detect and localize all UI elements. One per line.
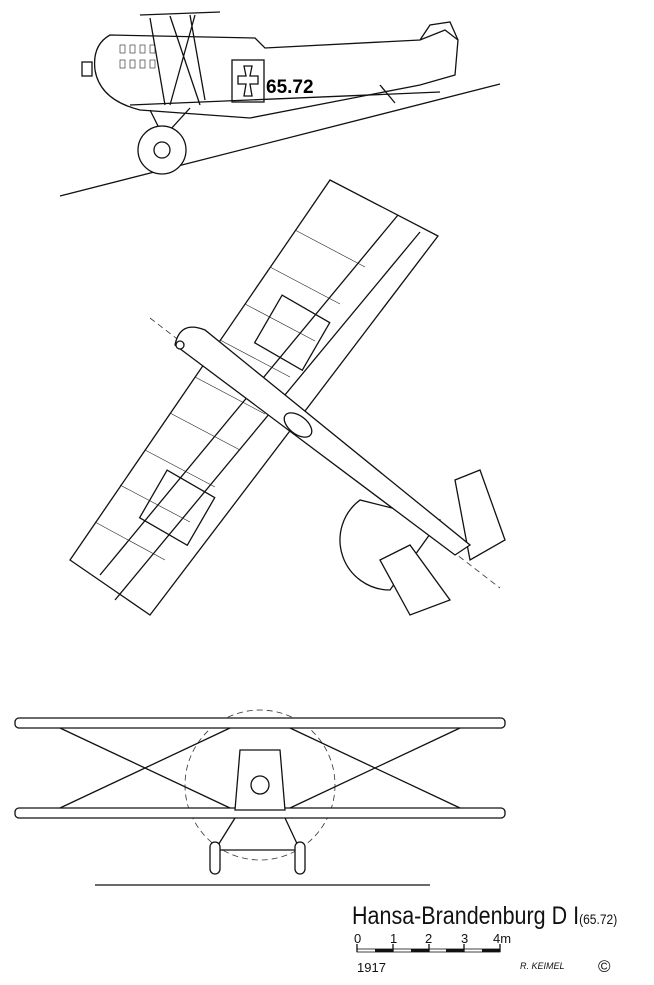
elevator-right: [454, 469, 506, 562]
wheel-hub: [153, 141, 171, 159]
propeller-disc: [184, 709, 336, 861]
engine-louvres: [119, 44, 156, 69]
copyright-symbol: ©: [598, 957, 611, 976]
scale-tick-3: 3: [461, 931, 469, 946]
wheel-left: [209, 841, 221, 875]
propeller-hub: [175, 340, 185, 350]
fuselage-marking: 65.72: [266, 77, 314, 98]
elevator-left: [379, 544, 452, 616]
cross-marking-symbol: [237, 65, 259, 97]
ground-line: [59, 83, 501, 197]
scale-tick-1: 1: [390, 931, 398, 946]
tailskid: [379, 84, 396, 104]
aircraft-title: Hansa-Brandenburg D I(65.72): [352, 902, 617, 933]
struts: [149, 14, 206, 106]
scale-tick-4: 4m: [493, 931, 512, 946]
artist-signature: R. KEIMEL: [520, 961, 565, 971]
scale-tick-0: 0: [354, 931, 362, 946]
front-view: [14, 709, 506, 886]
scale-bar: [356, 944, 501, 953]
year-label: 1917: [357, 960, 386, 975]
cross-marking: [253, 294, 331, 372]
serial-number: (65.72): [579, 911, 618, 927]
rudder: [419, 21, 459, 41]
wing-ribs: [94, 229, 366, 561]
cross-marking: [231, 59, 265, 103]
undercarriage: [214, 817, 301, 851]
wheel-right: [294, 841, 306, 875]
cockpit: [283, 412, 313, 438]
upper-wing-front: [14, 717, 506, 729]
interplane-struts: [59, 727, 461, 809]
spinner: [250, 775, 270, 795]
top-view: [69, 179, 506, 616]
cross-marking: [138, 469, 216, 547]
fuselage-top: [174, 326, 472, 556]
wheel: [137, 125, 187, 175]
propeller-hub: [81, 61, 93, 77]
upper-wing: [139, 11, 221, 16]
side-view: 65.72: [59, 11, 501, 197]
scale-tick-2: 2: [425, 931, 433, 946]
title-text: Hansa-Brandenburg D I: [352, 902, 580, 930]
